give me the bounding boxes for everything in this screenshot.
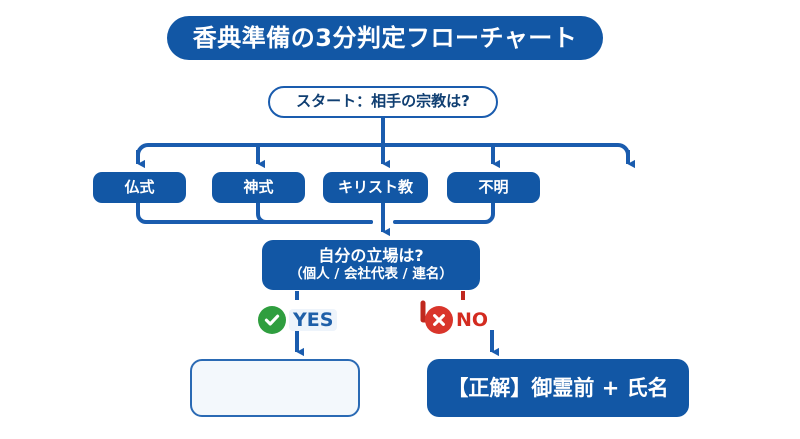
chart-title-banner: 香典準備の3分判定フローチャート: [167, 16, 603, 60]
result-correct-label: 【正解】御霊前 + 氏名: [447, 375, 669, 400]
decision-node-question: 自分の立場は?: [318, 245, 424, 265]
no-label: NO: [456, 309, 489, 331]
branch-node-buddhist: 仏式: [93, 172, 186, 203]
yes-label: YES: [289, 309, 338, 331]
start-node-label: スタート：相手の宗教は?: [296, 92, 470, 111]
wire-bus-right-corner: [616, 143, 630, 162]
bottom-edge-rule: [0, 437, 800, 439]
chart-title-text: 香典準備の3分判定フローチャート: [192, 23, 578, 52]
branch-node-unknown: 不明: [447, 172, 540, 203]
no-marker: NO: [425, 306, 488, 334]
x-circle-icon: [425, 306, 453, 334]
decision-node-options: （個人 / 会社代表 / 連名）: [289, 266, 453, 283]
start-node: スタート：相手の宗教は?: [268, 86, 498, 118]
decision-node: 自分の立場は? （個人 / 会社代表 / 連名）: [262, 240, 480, 290]
branch-label: 仏式: [124, 177, 155, 196]
yes-marker: YES: [258, 306, 338, 334]
result-node-correct: 【正解】御霊前 + 氏名: [427, 359, 689, 417]
branch-node-shinto: 神式: [212, 172, 305, 203]
branch-label: 神式: [243, 177, 274, 196]
wire-branch4-to-decision: [393, 201, 495, 224]
wire-branch2-to-decision: [256, 201, 373, 224]
branch-label: 不明: [478, 177, 509, 196]
branch-node-christian: キリスト教: [323, 172, 428, 203]
branch-label: キリスト教: [337, 177, 413, 196]
result-node-empty: [190, 359, 360, 417]
wire-bus-left-corner: [136, 143, 150, 162]
check-circle-icon: [258, 306, 286, 334]
wire-branch1-to-decision: [136, 201, 373, 224]
